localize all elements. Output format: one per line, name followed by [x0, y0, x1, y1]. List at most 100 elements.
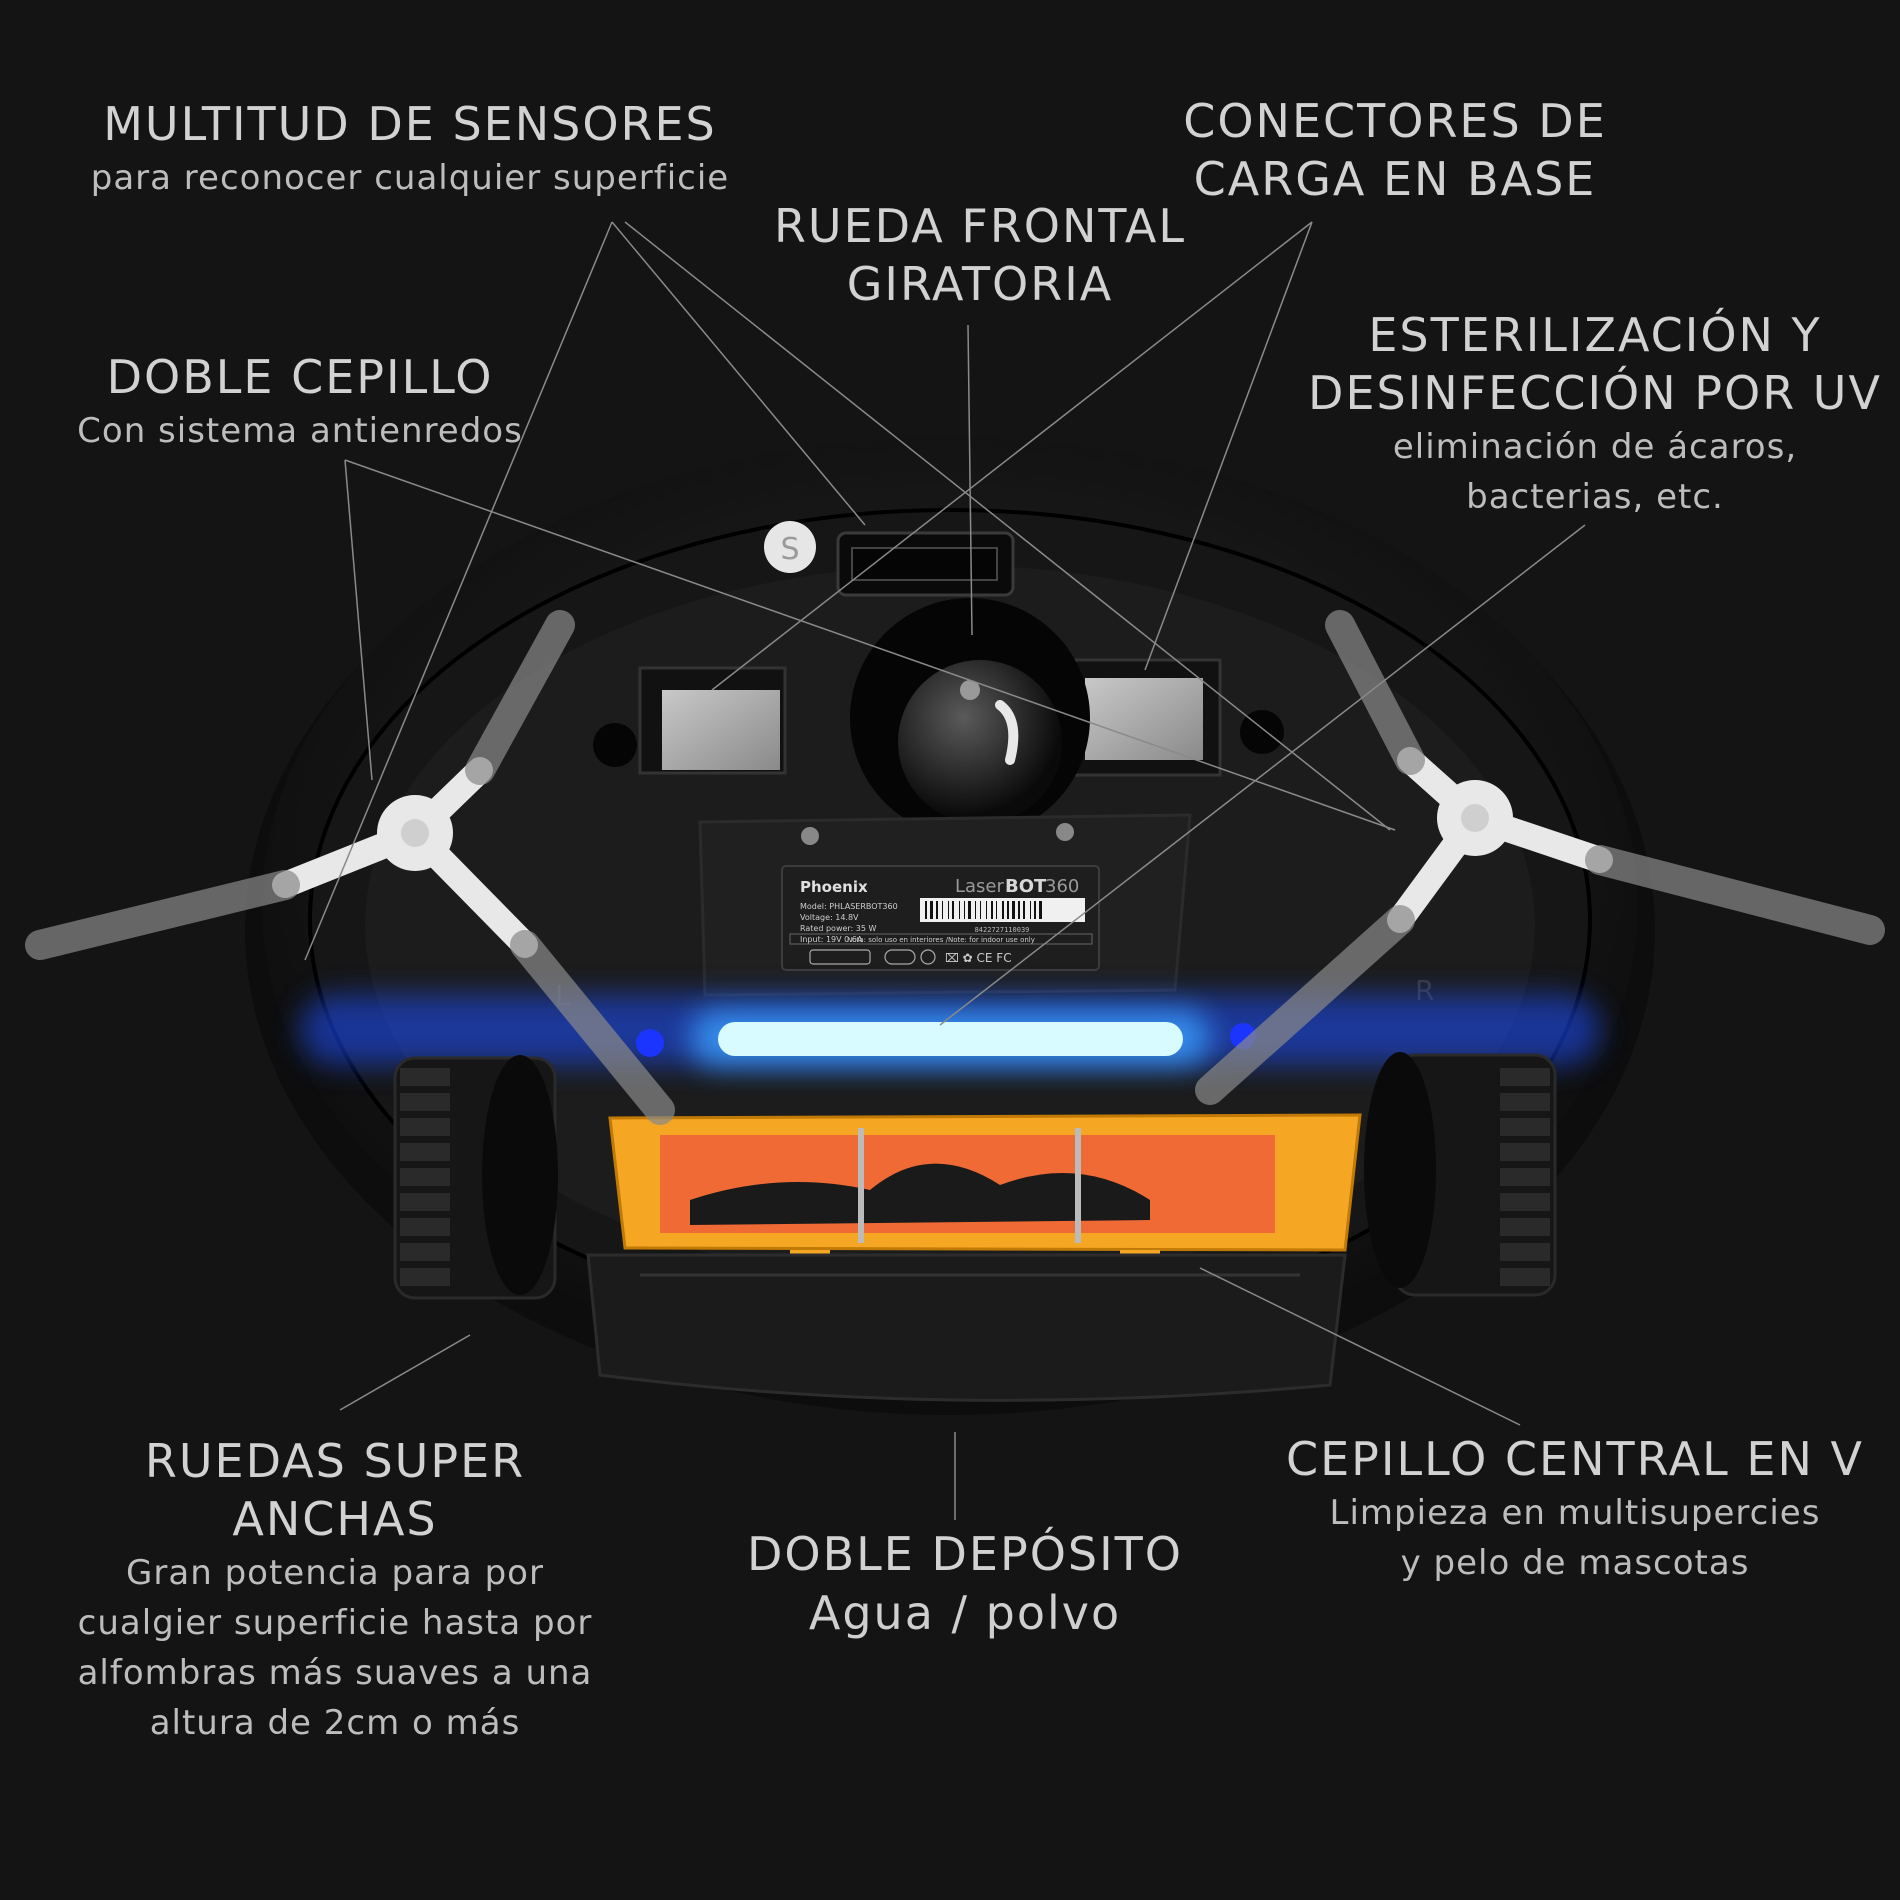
uv-title-line2: DESINFECCIÓN POR UV — [1308, 366, 1882, 420]
wheels-line-1: Gran potencia para por — [126, 1553, 544, 1593]
charging-contact-right — [1073, 658, 1222, 777]
barcode-bar — [1012, 901, 1015, 919]
input-text: Input: 19V 0.6A — [800, 935, 863, 944]
feature-central-brush: CEPILLO CENTRAL EN V Limpieza en multisu… — [1285, 1430, 1865, 1588]
uv-title-line1: ESTERILIZACIÓN Y — [1368, 308, 1822, 362]
barcode-bar — [1039, 901, 1042, 919]
barcode-bar — [964, 901, 965, 919]
tread-block — [400, 1093, 450, 1111]
front-sensor-window — [836, 531, 1015, 597]
feature-wheels: RUEDAS SUPER ANCHAS Gran potencia para p… — [35, 1432, 635, 1748]
tread-block — [400, 1268, 450, 1286]
leader-sensors-3 — [624, 221, 1391, 831]
central-brush-subtitle-line1: Limpieza en multisupercies — [1329, 1493, 1821, 1533]
barcode-bar — [1018, 901, 1020, 919]
barcode-bar — [930, 901, 933, 919]
right-drive-wheel — [1364, 1052, 1557, 1297]
barcode-bar — [996, 901, 997, 919]
left-drive-wheel — [393, 1055, 558, 1300]
voltage-text: Voltage: 14.8V — [800, 913, 859, 922]
tread-block — [1500, 1218, 1550, 1236]
feature-sensors: MULTITUD DE SENSORES para reconocer cual… — [60, 95, 760, 203]
leader-wheels — [339, 1334, 471, 1411]
central-brush-subtitle-line2: y pelo de mascotas — [1400, 1543, 1750, 1583]
barcode-bar — [986, 901, 987, 919]
right-side-brush — [1195, 610, 1885, 1105]
tread-block — [400, 1218, 450, 1236]
barcode-bar — [1002, 901, 1004, 919]
tread-block — [400, 1068, 450, 1086]
feature-double-brush: DOBLE CEPILLO Con sistema antienredos — [50, 348, 550, 456]
tread-block — [1500, 1093, 1550, 1111]
sensors-subtitle: para reconocer cualquier superficie — [90, 158, 730, 198]
barcode-bar — [959, 901, 960, 919]
leader-sensors-1 — [611, 221, 866, 526]
tread-block — [400, 1118, 450, 1136]
feature-front-wheel: RUEDA FRONTAL GIRATORIA — [760, 197, 1200, 313]
deposit-title: DOBLE DEPÓSITO — [746, 1527, 1183, 1581]
feature-charging: CONECTORES DE CARGA EN BASE — [1155, 92, 1635, 208]
left-side-brush — [25, 610, 675, 1125]
power-text: Rated power: 35 W — [800, 924, 877, 933]
tread-block — [400, 1168, 450, 1186]
barcode-bar — [968, 901, 971, 919]
tread-block — [400, 1243, 450, 1261]
tread-block — [1500, 1268, 1550, 1286]
power-switch: S — [764, 521, 816, 573]
barcode-number: 8422727110039 — [975, 926, 1030, 934]
barcode-bar — [1034, 901, 1036, 919]
product-name-bold: BOT — [1005, 876, 1047, 897]
front-wheel-title-line2: GIRATORIA — [846, 257, 1114, 311]
central-brush-title: CEPILLO CENTRAL EN V — [1285, 1432, 1864, 1486]
wheels-title: RUEDAS SUPER ANCHAS — [144, 1434, 526, 1546]
tread-block — [1500, 1168, 1550, 1186]
model-text: Model: PHLASERBOT360 — [800, 902, 898, 911]
product-label-plate: Phoenix Model: PHLASERBOT360 Voltage: 14… — [698, 813, 1192, 997]
tread-block — [1500, 1243, 1550, 1261]
barcode-bar — [1023, 901, 1025, 919]
barcode — [920, 898, 1085, 922]
barcode-bar — [925, 901, 927, 919]
double-brush-subtitle: Con sistema antienredos — [77, 411, 523, 451]
wheels-line-4: altura de 2cm o más — [149, 1703, 521, 1743]
feature-uv: ESTERILIZACIÓN Y DESINFECCIÓN POR UV eli… — [1305, 306, 1885, 522]
leader-sensors-2 — [304, 221, 613, 961]
front-swivel-wheel — [850, 598, 1090, 838]
leader-charging-1 — [711, 221, 1313, 691]
tread-block — [1500, 1118, 1550, 1136]
switch-letter: S — [780, 532, 799, 567]
barcode-bar — [1007, 901, 1009, 919]
tread-block — [1500, 1068, 1550, 1086]
charging-contact-left — [638, 666, 787, 775]
deposit-subtitle: Agua / polvo — [808, 1586, 1122, 1640]
leader-charging-2 — [1144, 221, 1313, 671]
barcode-bar — [980, 901, 981, 919]
product-name-light: Laser — [955, 876, 1005, 897]
leader-brush-2 — [344, 459, 1396, 831]
leader-wheel-front — [967, 324, 973, 636]
indoor-note: Nota: solo uso en interiores /Note: for … — [847, 936, 1035, 944]
leader-uv — [939, 524, 1586, 1026]
wheels-line-3: alfombras más suaves a una — [77, 1653, 593, 1693]
svg-text:⌧ ✿ CE FC: ⌧ ✿ CE FC — [945, 951, 1012, 965]
uv-subtitle-line2: bacterias, etc. — [1466, 477, 1724, 517]
charging-title-line1: CONECTORES DE — [1183, 94, 1607, 148]
barcode-bar — [975, 901, 976, 919]
barcode-bar — [942, 901, 943, 919]
dust-water-tank — [586, 1253, 1347, 1402]
barcode-bar — [1030, 901, 1031, 919]
brand-text: Phoenix — [800, 878, 868, 896]
tread-block — [1500, 1143, 1550, 1161]
tread-block — [1500, 1193, 1550, 1211]
sensors-title: MULTITUD DE SENSORES — [103, 97, 717, 151]
wheels-line-2: cualgier superficie hasta por — [77, 1603, 593, 1643]
tread-block — [400, 1193, 450, 1211]
double-brush-title: DOBLE CEPILLO — [106, 350, 494, 404]
tread-block — [400, 1143, 450, 1161]
front-wheel-title-line1: RUEDA FRONTAL — [773, 199, 1187, 253]
charging-title-line2: CARGA EN BASE — [1193, 152, 1597, 206]
product-number: 360 — [1045, 876, 1079, 897]
